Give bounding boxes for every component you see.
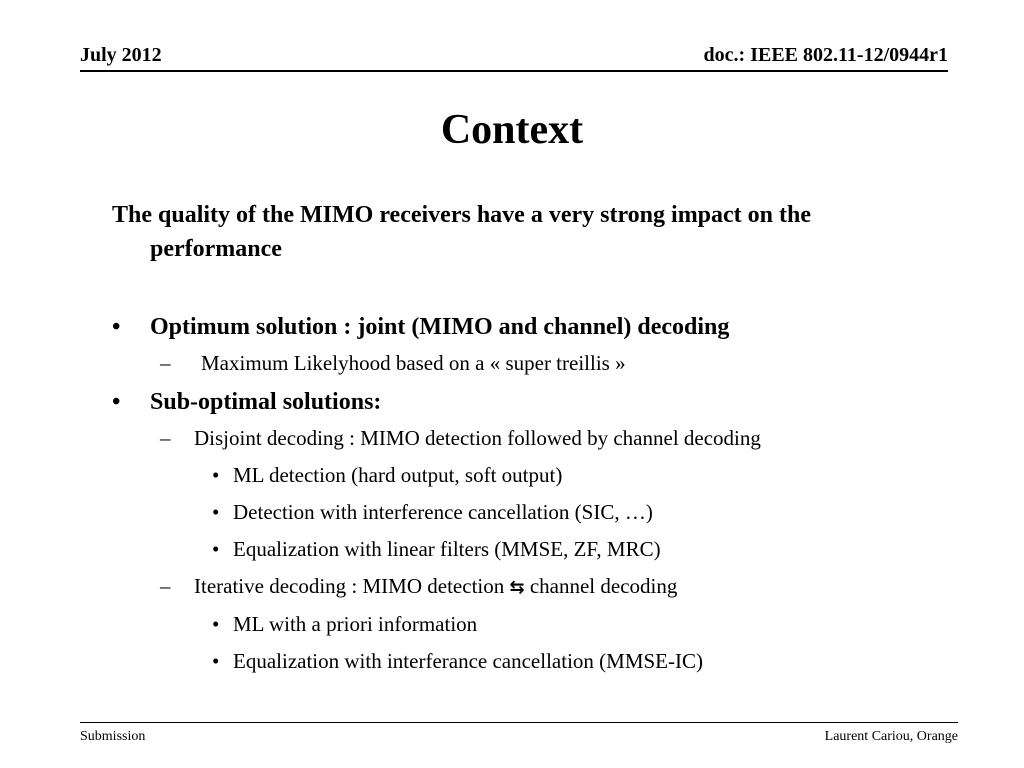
bullet-icon: • xyxy=(212,500,220,524)
bullet-text: Optimum solution : joint (MIMO and chann… xyxy=(150,314,730,340)
bullet-icon: • xyxy=(212,612,220,636)
bullet-optimum-solution: • Optimum solution : joint (MIMO and cha… xyxy=(112,312,932,342)
item-text: Equalization with interferance cancellat… xyxy=(233,649,703,673)
item-ml-detection: • ML detection (hard output, soft output… xyxy=(112,462,932,489)
item-text: Equalization with linear filters (MMSE, … xyxy=(233,537,661,561)
item-text: Detection with interference cancellation… xyxy=(233,500,653,524)
bullet-text: Sub-optimal solutions: xyxy=(150,389,382,415)
slide-content: The quality of the MIMO receivers have a… xyxy=(112,198,932,685)
dash-icon: – xyxy=(160,574,171,598)
subbullet-maximum-likelyhood: – Maximum Likelyhood based on a « super … xyxy=(112,350,932,377)
bullet-sub-optimal-solutions: • Sub-optimal solutions: xyxy=(112,387,932,417)
subbullet-text: Maximum Likelyhood based on a « super tr… xyxy=(201,351,626,375)
item-ml-a-priori: • ML with a priori information xyxy=(112,611,932,638)
bullet-icon: • xyxy=(212,463,220,487)
slide-footer: Submission Laurent Cariou, Orange xyxy=(80,722,958,744)
slide-title: Context xyxy=(440,107,584,153)
subbullet-text-after: channel decoding xyxy=(529,574,678,598)
bullet-icon: • xyxy=(112,389,121,415)
item-equalization-linear-filters: • Equalization with linear filters (MMSE… xyxy=(112,536,932,563)
bullet-icon: • xyxy=(212,649,220,673)
header-doc-id: doc.: IEEE 802.11-12/0944r1 xyxy=(703,44,948,66)
header-date: July 2012 xyxy=(80,44,162,66)
bidirectional-arrow-icon: ⇆ xyxy=(509,577,525,598)
subbullet-iterative-decoding: – Iterative decoding : MIMO detection ⇆ … xyxy=(112,573,932,601)
subbullet-disjoint-decoding: – Disjoint decoding : MIMO detection fol… xyxy=(112,425,932,452)
item-text: ML with a priori information xyxy=(233,612,478,636)
intro-paragraph: The quality of the MIMO receivers have a… xyxy=(112,202,812,262)
dash-icon: – xyxy=(160,351,171,375)
item-equalization-interference-cancellation: • Equalization with interferance cancell… xyxy=(112,648,932,675)
footer-author: Laurent Cariou, Orange xyxy=(824,729,958,744)
subbullet-text: Disjoint decoding : MIMO detection follo… xyxy=(194,426,761,450)
bullet-icon: • xyxy=(112,314,121,340)
dash-icon: – xyxy=(160,426,171,450)
slide-header: July 2012 doc.: IEEE 802.11-12/0944r1 xyxy=(80,42,948,72)
subbullet-text-before: Iterative decoding : MIMO detection xyxy=(194,574,505,598)
item-detection-interference-cancellation: • Detection with interference cancellati… xyxy=(112,499,932,526)
bullet-icon: • xyxy=(212,537,220,561)
footer-submission: Submission xyxy=(80,729,146,744)
item-text: ML detection (hard output, soft output) xyxy=(233,463,563,487)
